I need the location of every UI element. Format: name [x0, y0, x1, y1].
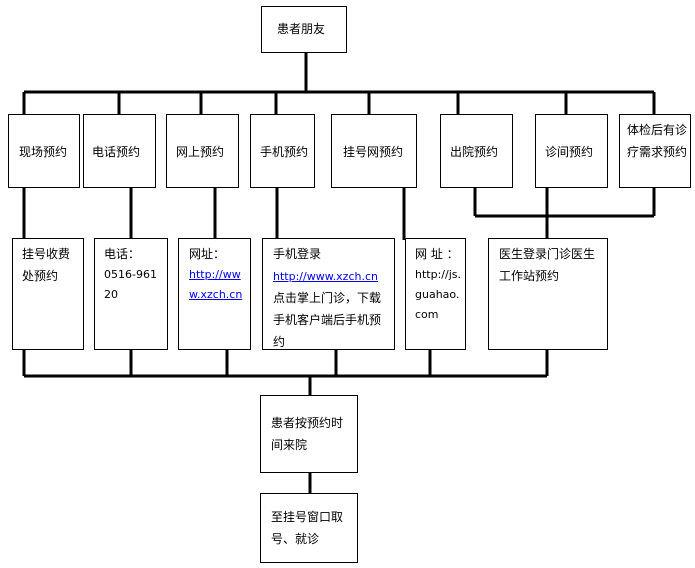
method-consult-box: 诊间预约 [535, 114, 608, 188]
method-onsite-label: 现场预约 [19, 145, 68, 159]
detail-mobile-line1: 手机登录 [273, 247, 322, 261]
detail-doctor-text: 医生登录门诊医生工作站预约 [499, 247, 596, 283]
method-onsite-box: 现场预约 [8, 114, 80, 188]
detail-web-box: 网址： http://www.xzch.cn [178, 238, 251, 350]
method-consult-label: 诊间预约 [545, 145, 594, 159]
method-discharge-label: 出院预约 [450, 145, 499, 159]
detail-mobile-link[interactable]: http://www.xzch.cn [273, 270, 378, 283]
final-box: 至挂号窗口取号、就诊 [260, 493, 358, 563]
method-checkup-box: 体检后有诊疗需求预约 [619, 114, 691, 188]
detail-onsite-text: 挂号收费处预约 [22, 247, 71, 283]
detail-mobile-suffix: 点击掌上门诊，下载手机客户端后手机预约 [273, 291, 382, 349]
detail-reg-site-url: http://js.guahao.com [415, 268, 461, 321]
detail-phone-number: 0516-96120 [104, 268, 157, 301]
detail-web-link[interactable]: http://www.xzch.cn [189, 268, 243, 301]
detail-onsite-box: 挂号收费处预约 [12, 238, 84, 350]
visit-label: 患者按预约时间来院 [271, 416, 344, 452]
detail-reg-site-box: 网 址 ： http://js.guahao.com [405, 238, 466, 350]
method-web-label: 网上预约 [176, 145, 225, 159]
method-reg-site-box: 挂号网预约 [331, 114, 417, 188]
method-reg-site-label: 挂号网预约 [343, 145, 404, 159]
method-mobile-box: 手机预约 [250, 114, 315, 188]
method-phone-box: 电话预约 [83, 114, 156, 188]
detail-phone-box: 电话： 0516-96120 [94, 238, 168, 350]
visit-box: 患者按预约时间来院 [260, 395, 358, 473]
final-label: 至挂号窗口取号、就诊 [271, 510, 344, 546]
detail-mobile-box: 手机登录 http://www.xzch.cn 点击掌上门诊，下载手机客户端后手机… [262, 238, 395, 350]
detail-web-label: 网址： [189, 247, 226, 261]
detail-reg-site-label: 网 址 ： [415, 247, 459, 261]
method-phone-label: 电话预约 [92, 145, 141, 159]
method-mobile-label: 手机预约 [260, 145, 309, 159]
patient-friend-box: 患者朋友 [261, 6, 347, 53]
method-discharge-box: 出院预约 [440, 114, 513, 188]
method-checkup-label: 体检后有诊疗需求预约 [627, 123, 688, 159]
detail-phone-label: 电话： [104, 247, 141, 261]
method-web-box: 网上预约 [166, 114, 239, 188]
detail-doctor-box: 医生登录门诊医生工作站预约 [488, 238, 608, 350]
patient-friend-label: 患者朋友 [277, 22, 326, 36]
